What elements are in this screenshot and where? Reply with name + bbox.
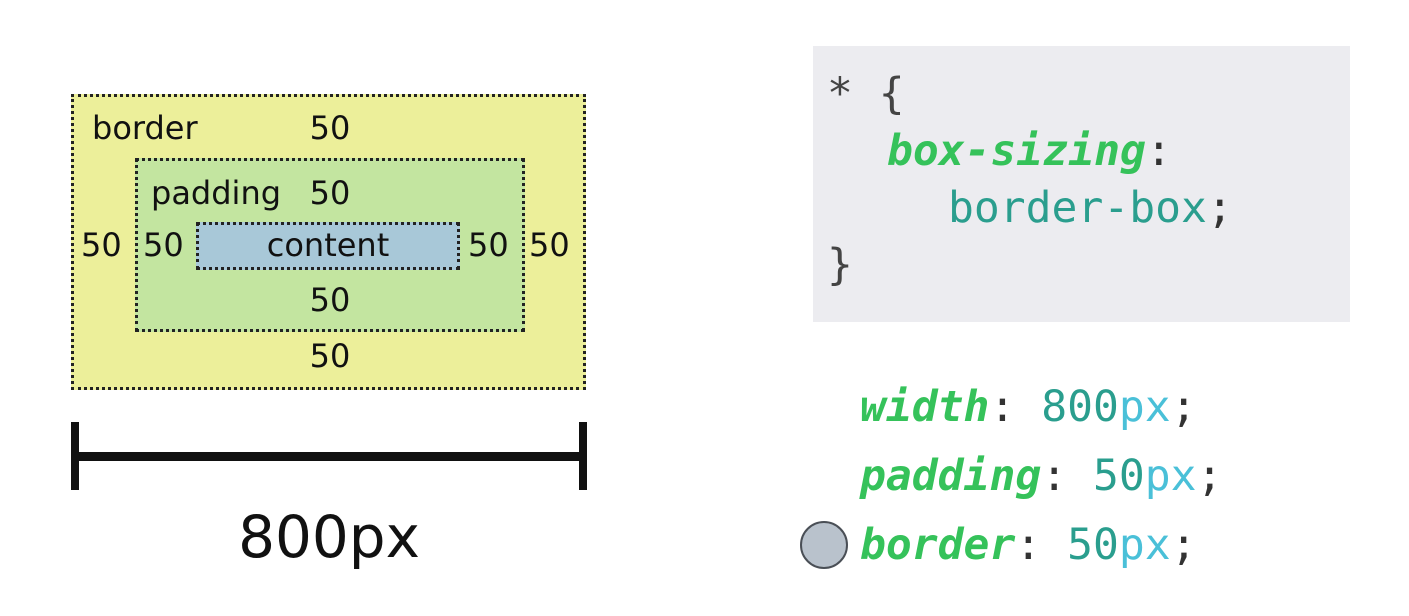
declaration-semicolon: ; bbox=[1196, 451, 1223, 501]
code-line-selector: * { bbox=[827, 73, 905, 116]
code-open-brace: { bbox=[878, 69, 905, 119]
border-right-value: 50 bbox=[529, 226, 570, 264]
padding-left-value: 50 bbox=[143, 226, 184, 264]
padding-label: padding bbox=[151, 174, 282, 212]
declaration-border: border: 50px; bbox=[860, 524, 1197, 567]
declaration-property: padding bbox=[860, 451, 1042, 501]
declaration-number: 800 bbox=[1041, 382, 1119, 432]
declaration-number: 50 bbox=[1067, 520, 1119, 570]
declaration-semicolon: ; bbox=[1170, 382, 1197, 432]
code-line-property: box-sizing: bbox=[887, 130, 1172, 173]
declaration-unit: px bbox=[1118, 520, 1171, 570]
declaration-colon: : bbox=[1041, 451, 1068, 501]
code-selector: * bbox=[827, 69, 853, 119]
measure-bar bbox=[71, 452, 586, 461]
code-semicolon: ; bbox=[1206, 183, 1233, 233]
declaration-unit: px bbox=[1118, 382, 1171, 432]
content-label: content bbox=[266, 226, 390, 264]
code-line-value: border-box; bbox=[948, 187, 1233, 230]
border-left-value: 50 bbox=[81, 226, 122, 264]
border-label: border bbox=[92, 109, 198, 147]
padding-bottom-value: 50 bbox=[309, 281, 351, 319]
code-property: box-sizing bbox=[887, 126, 1146, 176]
code-value: border-box bbox=[948, 183, 1207, 233]
measure-tick-right bbox=[579, 422, 587, 490]
pointer-cursor-icon bbox=[800, 521, 848, 569]
declaration-property: width bbox=[860, 382, 990, 432]
border-bottom-value: 50 bbox=[309, 337, 351, 375]
declaration-property: border bbox=[860, 520, 1016, 570]
border-top-value: 50 bbox=[309, 109, 351, 147]
declaration-colon: : bbox=[989, 382, 1016, 432]
declaration-unit: px bbox=[1144, 451, 1197, 501]
declaration-padding: padding: 50px; bbox=[860, 455, 1222, 498]
declaration-width: width: 800px; bbox=[860, 386, 1197, 429]
declaration-number: 50 bbox=[1093, 451, 1145, 501]
content-box-area bbox=[196, 222, 460, 270]
measure-label: 800px bbox=[238, 503, 420, 571]
declaration-semicolon: ; bbox=[1170, 520, 1197, 570]
code-colon: : bbox=[1145, 126, 1172, 176]
declaration-colon: : bbox=[1015, 520, 1042, 570]
padding-top-value: 50 bbox=[309, 174, 351, 212]
code-line-close: } bbox=[827, 244, 853, 287]
code-block bbox=[813, 46, 1350, 322]
code-close-brace: } bbox=[827, 240, 853, 290]
padding-right-value: 50 bbox=[468, 226, 509, 264]
